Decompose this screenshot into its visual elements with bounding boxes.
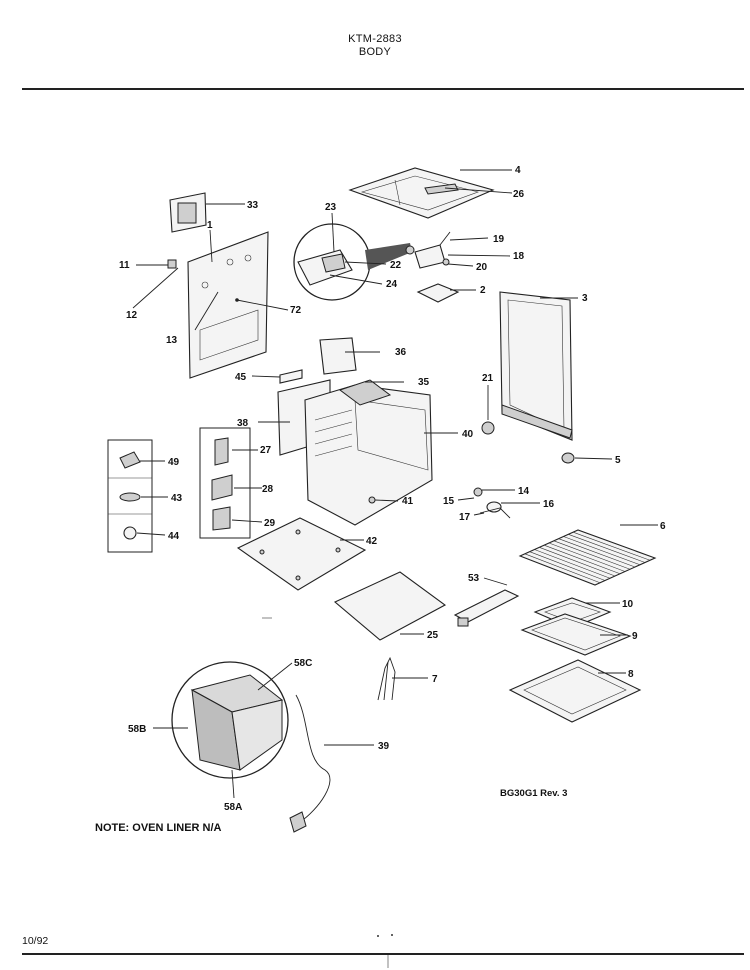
callout-1: 1 bbox=[207, 220, 213, 231]
top-rule bbox=[22, 88, 744, 90]
bottom-rule bbox=[22, 953, 744, 955]
callout-7: 7 bbox=[432, 674, 438, 685]
callout-41: 41 bbox=[402, 496, 414, 507]
section-title: BODY bbox=[358, 46, 392, 58]
callout-2: 2 bbox=[480, 285, 486, 296]
callout-39: 39 bbox=[378, 741, 390, 752]
callout-42: 42 bbox=[366, 536, 378, 547]
callout-11: 11 bbox=[119, 260, 130, 271]
back-panel-part bbox=[187, 231, 269, 379]
callout-36: 36 bbox=[395, 347, 407, 358]
hinge-part bbox=[211, 474, 233, 501]
hinge-bracket-part bbox=[214, 437, 229, 466]
callout-58a: 58A bbox=[224, 802, 242, 813]
callout-24: 24 bbox=[386, 279, 398, 290]
callout-26: 26 bbox=[513, 189, 525, 200]
detail-inset bbox=[293, 223, 412, 301]
model-number: KTM-2883 bbox=[348, 33, 402, 45]
callout-40: 40 bbox=[462, 429, 474, 440]
callout-18-top: 18 bbox=[513, 251, 525, 262]
hinge-lower-part bbox=[212, 506, 231, 531]
callout-8: 8 bbox=[628, 669, 634, 680]
callout-35: 35 bbox=[418, 377, 430, 388]
callout-4: 4 bbox=[515, 165, 521, 176]
callout-3: 3 bbox=[582, 293, 588, 304]
broiler-pan-part bbox=[520, 613, 632, 656]
bracket-part bbox=[169, 192, 207, 233]
callout-14: 14 bbox=[518, 486, 530, 497]
rail-part bbox=[453, 589, 520, 627]
callout-43: 43 bbox=[171, 493, 183, 504]
callout-33: 33 bbox=[247, 200, 259, 211]
drawing-code: BG30G1 Rev. 3 bbox=[500, 788, 568, 799]
burner-valve-part bbox=[473, 487, 511, 519]
fastener-box bbox=[107, 439, 153, 553]
power-cord-part bbox=[289, 694, 331, 833]
oven-rack-part bbox=[518, 529, 657, 586]
callout-9: 9 bbox=[632, 631, 638, 642]
screw-part bbox=[119, 492, 141, 502]
oven-liner-note: NOTE: OVEN LINER N/A bbox=[95, 822, 222, 834]
valve-assembly bbox=[405, 231, 460, 303]
callout-12: 12 bbox=[126, 310, 138, 321]
callout-15: 15 bbox=[443, 496, 455, 507]
callout-20: 20 bbox=[476, 262, 488, 273]
callout-6: 6 bbox=[660, 521, 666, 532]
callout-58b: 58B bbox=[128, 724, 146, 735]
callout-28: 28 bbox=[262, 484, 274, 495]
callout-10: 10 bbox=[622, 599, 634, 610]
callout-13: 13 bbox=[166, 335, 178, 346]
date-code: 10/92 bbox=[22, 935, 49, 947]
bottom-panel-part bbox=[236, 517, 367, 591]
callout-17: 17 bbox=[459, 512, 471, 523]
callout-22: 22 bbox=[390, 260, 402, 271]
bracket-box bbox=[199, 427, 251, 539]
foot-part bbox=[481, 421, 575, 464]
callout-25: 25 bbox=[427, 630, 439, 641]
callout-5: 5 bbox=[615, 455, 621, 466]
range-body-part bbox=[277, 337, 433, 526]
drawer-bottom-part bbox=[333, 571, 447, 641]
callout-23: 23 bbox=[325, 202, 337, 213]
clip-part bbox=[119, 451, 141, 469]
callout-53: 53 bbox=[468, 573, 480, 584]
nut-part bbox=[123, 526, 137, 540]
callout-44: 44 bbox=[168, 531, 180, 542]
callout-21: 21 bbox=[482, 373, 494, 384]
cooktop-part bbox=[348, 167, 495, 219]
trim-strip-part bbox=[279, 369, 303, 384]
callout-45: 45 bbox=[235, 372, 247, 383]
callout-labels: 4 26 33 23 1 19 18 11 22 20 24 2 3 72 12… bbox=[119, 165, 666, 813]
callout-49: 49 bbox=[168, 457, 180, 468]
callout-58c: 58C bbox=[294, 658, 312, 669]
callout-29: 29 bbox=[264, 518, 276, 529]
drip-pan-part bbox=[508, 659, 642, 723]
callout-19: 19 bbox=[493, 234, 505, 245]
insulation-detail bbox=[171, 661, 289, 779]
callout-27: 27 bbox=[260, 445, 272, 456]
spring-part bbox=[377, 656, 396, 701]
callout-16: 16 bbox=[543, 499, 555, 510]
callout-72: 72 bbox=[290, 305, 302, 316]
callout-38: 38 bbox=[237, 418, 249, 429]
side-panel-part bbox=[499, 291, 573, 441]
